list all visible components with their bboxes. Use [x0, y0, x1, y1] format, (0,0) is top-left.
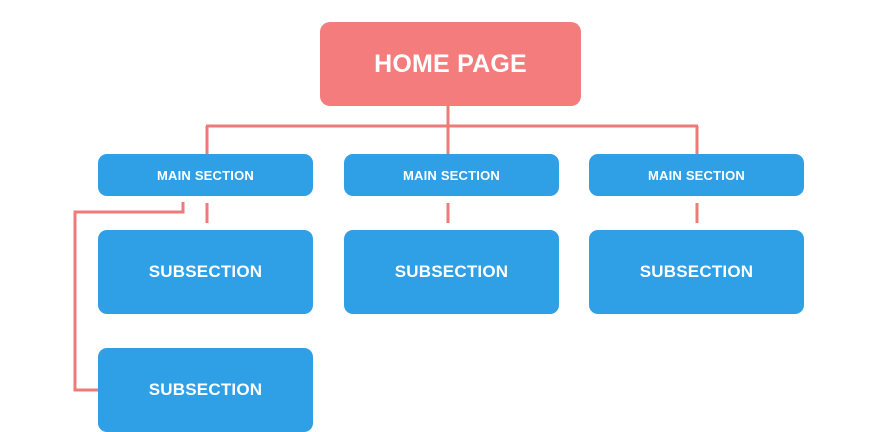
- main-section-label: MAIN SECTION: [402, 167, 500, 183]
- subsection-node-3[interactable]: SUBSECTION: [589, 230, 804, 314]
- subsection-label: SUBSECTION: [639, 262, 754, 281]
- main-section-label: MAIN SECTION: [156, 167, 254, 183]
- subsection-node-2[interactable]: SUBSECTION: [344, 230, 559, 314]
- main-section-node-3[interactable]: MAIN SECTION: [589, 154, 804, 196]
- subsection-label: SUBSECTION: [148, 380, 263, 399]
- main-section-node-2[interactable]: MAIN SECTION: [344, 154, 559, 196]
- main-section-node-1[interactable]: MAIN SECTION: [98, 154, 313, 196]
- main-section-label: MAIN SECTION: [647, 167, 745, 183]
- connector-main-1-to-sub-4: [73, 202, 185, 392]
- home-page-label: HOME PAGE: [374, 49, 527, 78]
- subsection-node-1[interactable]: SUBSECTION: [98, 230, 313, 314]
- subsection-label: SUBSECTION: [394, 262, 509, 281]
- subsection-node-4[interactable]: SUBSECTION: [98, 348, 313, 432]
- home-page-node[interactable]: HOME PAGE: [320, 22, 581, 106]
- subsection-label: SUBSECTION: [148, 262, 263, 281]
